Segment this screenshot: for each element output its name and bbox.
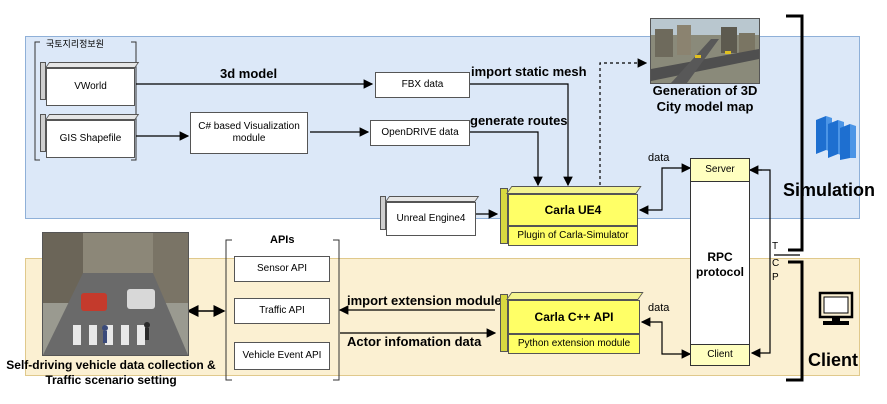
rpc-client: Client <box>690 344 750 366</box>
edge-label-import-static: import static mesh <box>471 64 587 79</box>
server-rack-icon <box>812 110 862 160</box>
carla-cpp-sub: Python extension module <box>508 334 640 354</box>
section-simulation: Simulation <box>783 180 876 200</box>
gis-node: GIS Shapefile <box>40 114 140 158</box>
traffic-api-node: Traffic API <box>234 298 330 324</box>
driving-scene-caption: Self-driving vehicle data collection & T… <box>6 358 216 387</box>
sensor-api-node: Sensor API <box>234 256 330 282</box>
apis-title: APIs <box>270 234 295 246</box>
rpc-label: RPC protocol <box>696 250 744 279</box>
section-client: Client <box>808 350 859 370</box>
carla-ue4-sub: Plugin of Carla-Simulator <box>508 226 638 246</box>
vehicle-event-api-node: Vehicle Event API <box>234 342 330 370</box>
group-label: 국토지리정보원 <box>44 37 106 50</box>
gis-label: GIS Shapefile <box>46 120 135 158</box>
vworld-node: VWorld <box>40 62 140 106</box>
edge-label-3d-model: 3d model <box>220 66 278 81</box>
unreal-node: Unreal Engine4 <box>380 196 480 236</box>
carla-cpp-node: Carla C++ API Python extension module <box>500 292 644 354</box>
edge-label-actor-info: Actor infomation data <box>347 334 482 349</box>
carla-cpp-title: Carla C++ API <box>508 300 640 334</box>
rpc-server: Server <box>690 158 750 182</box>
edge-label-generate-routes: generate routes <box>470 113 568 128</box>
csharp-module-node: C# based Visualization module <box>190 112 308 154</box>
vworld-label: VWorld <box>46 68 135 106</box>
fbx-node: FBX data <box>375 72 470 98</box>
opendrive-node: OpenDRIVE data <box>370 120 470 146</box>
edge-label-import-ext: import extension module <box>347 293 502 308</box>
carla-ue4-title: Carla UE4 <box>508 194 638 226</box>
driving-scene-image <box>42 232 189 356</box>
edge-label-data-top: data <box>648 152 670 164</box>
computer-icon <box>817 290 857 330</box>
tcp-letter-p: P <box>772 272 779 283</box>
unreal-label: Unreal Engine4 <box>386 202 476 236</box>
tcp-letter-c: C <box>772 258 780 269</box>
carla-ue4-node: Carla UE4 Plugin of Carla-Simulator <box>500 186 642 246</box>
tcp-letter-t: T <box>772 241 779 252</box>
city-model-caption: Generation of 3D City model map <box>652 83 758 114</box>
city-model-image <box>650 18 760 84</box>
edge-label-data-bottom: data <box>648 302 670 314</box>
